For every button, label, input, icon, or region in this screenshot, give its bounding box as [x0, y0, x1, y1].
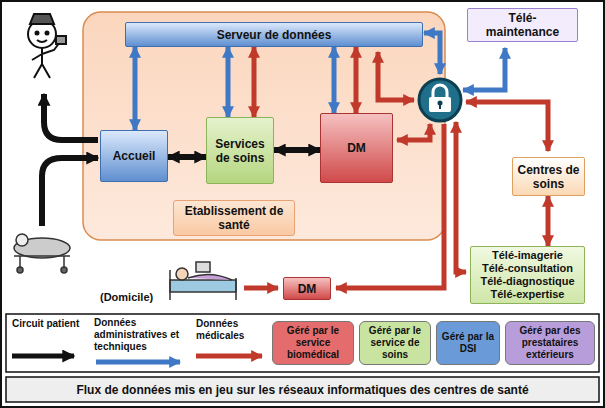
node-text: Télé-imagerie: [492, 249, 563, 262]
centres-box: Centres de soins: [512, 157, 585, 196]
legend-admin-line: [96, 360, 180, 365]
lock-maintenance-arrow: [463, 48, 505, 90]
server-lock-red-arrow: [378, 52, 414, 100]
text-holder: Services de soins: [207, 118, 273, 183]
node-text: Télé-maintenance: [472, 11, 573, 39]
server-box: Serveur de données: [125, 22, 423, 47]
node-text: Accueil: [113, 149, 156, 163]
text-holder: DM: [284, 278, 330, 299]
legend-text: Géré par le service de soins: [363, 325, 427, 361]
caption: Flux de données mis en jeu sur les résea…: [8, 379, 597, 400]
text-holder: Centres de soins: [513, 158, 584, 195]
lock-tele-arrow: [456, 122, 466, 272]
text-holder: Télé-maintenance: [468, 9, 577, 41]
text-holder: Accueil: [101, 131, 167, 181]
home-patient-figure: [170, 262, 236, 300]
reception-box: Accueil: [100, 130, 168, 182]
legend-text: Données médicales: [196, 318, 266, 342]
patient-out-arrow: [44, 94, 98, 140]
static-arrows: [12, 33, 548, 362]
node-text: DM: [298, 282, 317, 296]
node-text: Télé-consultation: [482, 262, 573, 275]
region-label: Etablissement de santé: [173, 200, 295, 236]
flow-arrow: [252, 47, 257, 117]
care-box: Services de soins: [206, 117, 274, 184]
place-label: (Domicile): [100, 291, 153, 303]
node-text: Télé-diagnostique: [480, 275, 574, 288]
region-outline: [83, 12, 445, 240]
legend-patient-line: [12, 354, 74, 359]
lock-centres-arrow: [466, 102, 548, 151]
legend-band: [6, 314, 599, 372]
flow-arrow: [133, 47, 138, 130]
text-holder: Serveur de données: [126, 23, 422, 46]
flow-arrow: [168, 154, 206, 160]
legend-text: Géré par le service biomédical: [276, 325, 350, 361]
tele-box: Télé-imagerieTélé-consultationTélé-diagn…: [470, 246, 585, 304]
patient-in-arrow: [42, 158, 98, 226]
node-text: Centres de soins: [517, 163, 580, 191]
legend-text: Géré par la DSI: [440, 331, 496, 355]
flow-arrow: [546, 196, 551, 246]
legend-text: Données administratives et techniques: [94, 317, 186, 353]
text-holder: Télé-imagerieTélé-consultationTélé-diagn…: [471, 247, 584, 303]
legend-swatch: Géré par le service biomédical: [272, 321, 354, 365]
flow-arrow: [274, 147, 320, 153]
region: Etablissement de santé Serveur de données…: [83, 12, 445, 240]
flow-arrow: [332, 47, 337, 113]
node-text: DM: [347, 141, 366, 155]
flow-arrow: [354, 47, 359, 113]
legend-swatch: Géré par la DSI: [436, 321, 500, 365]
node-text: Serveur de données: [217, 28, 332, 42]
device-box: DM: [320, 113, 393, 183]
node-text: Etablissement de santé: [178, 204, 290, 232]
walking-patient-figure: [28, 14, 66, 78]
text-holder: DM: [321, 114, 392, 182]
server-lock-arrow: [424, 33, 440, 74]
dm-lock-arrow: [397, 124, 430, 140]
lock-icon: [419, 79, 461, 121]
caption-band: [6, 377, 599, 402]
node-text: Télé-expertise: [491, 288, 565, 301]
legend-medical-line: [196, 354, 262, 359]
maintenance-box: Télé-maintenance: [467, 8, 578, 42]
flow-arrow: [226, 47, 231, 117]
home-dm-arrow: [244, 286, 278, 291]
legend-text: Géré par des prestataires extérieurs: [509, 325, 591, 361]
legend-text: Circuit patient: [12, 318, 82, 330]
node-text: Services de soins: [211, 137, 269, 165]
legend-swatch: Géré par le service de soins: [359, 321, 431, 365]
stretcher-patient-figure: [14, 234, 70, 273]
home-device-box: DM: [283, 277, 331, 300]
legend-swatch: Géré par des prestataires extérieurs: [505, 321, 595, 365]
